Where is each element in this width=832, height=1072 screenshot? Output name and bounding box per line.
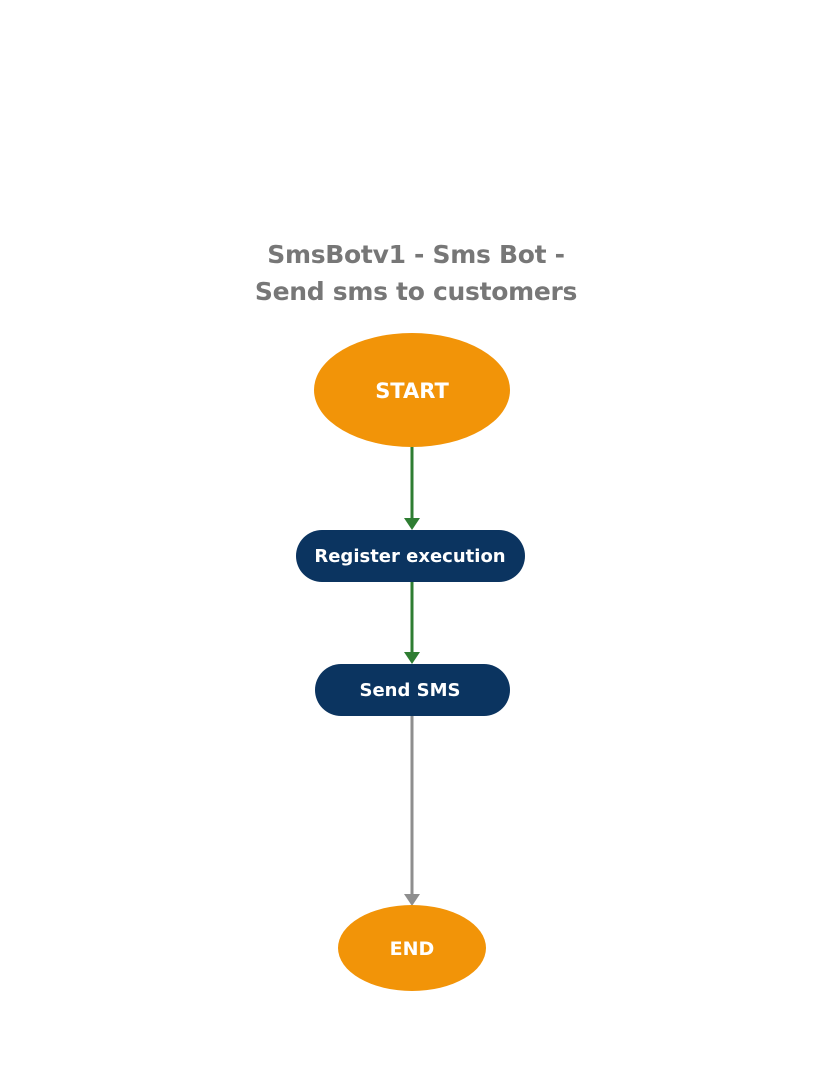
node-start[interactable]: START [314,333,510,447]
node-send-sms[interactable]: Send SMS [315,664,510,716]
edge-register-to-send-sms [404,582,420,664]
diagram-title-line-1: SmsBotv1 - Sms Bot - [267,240,565,269]
arrowhead-icon [404,518,420,530]
edge-send-sms-to-end [404,716,420,906]
diagram-title-line-2: Send sms to customers [254,277,578,306]
send-sms-box [315,664,510,716]
arrowhead-icon [404,652,420,664]
node-register-execution[interactable]: Register execution [296,530,525,582]
node-start-label: START [375,379,449,403]
edge-start-to-register [404,447,420,530]
node-send-sms-label: Send SMS [360,680,461,701]
register-execution-box [296,530,525,582]
start-ellipse [314,333,510,447]
node-register-execution-label: Register execution [314,546,505,567]
node-end-label: END [390,938,435,960]
node-end[interactable]: END [338,905,486,991]
end-ellipse [338,905,486,991]
arrowhead-icon [404,894,420,906]
